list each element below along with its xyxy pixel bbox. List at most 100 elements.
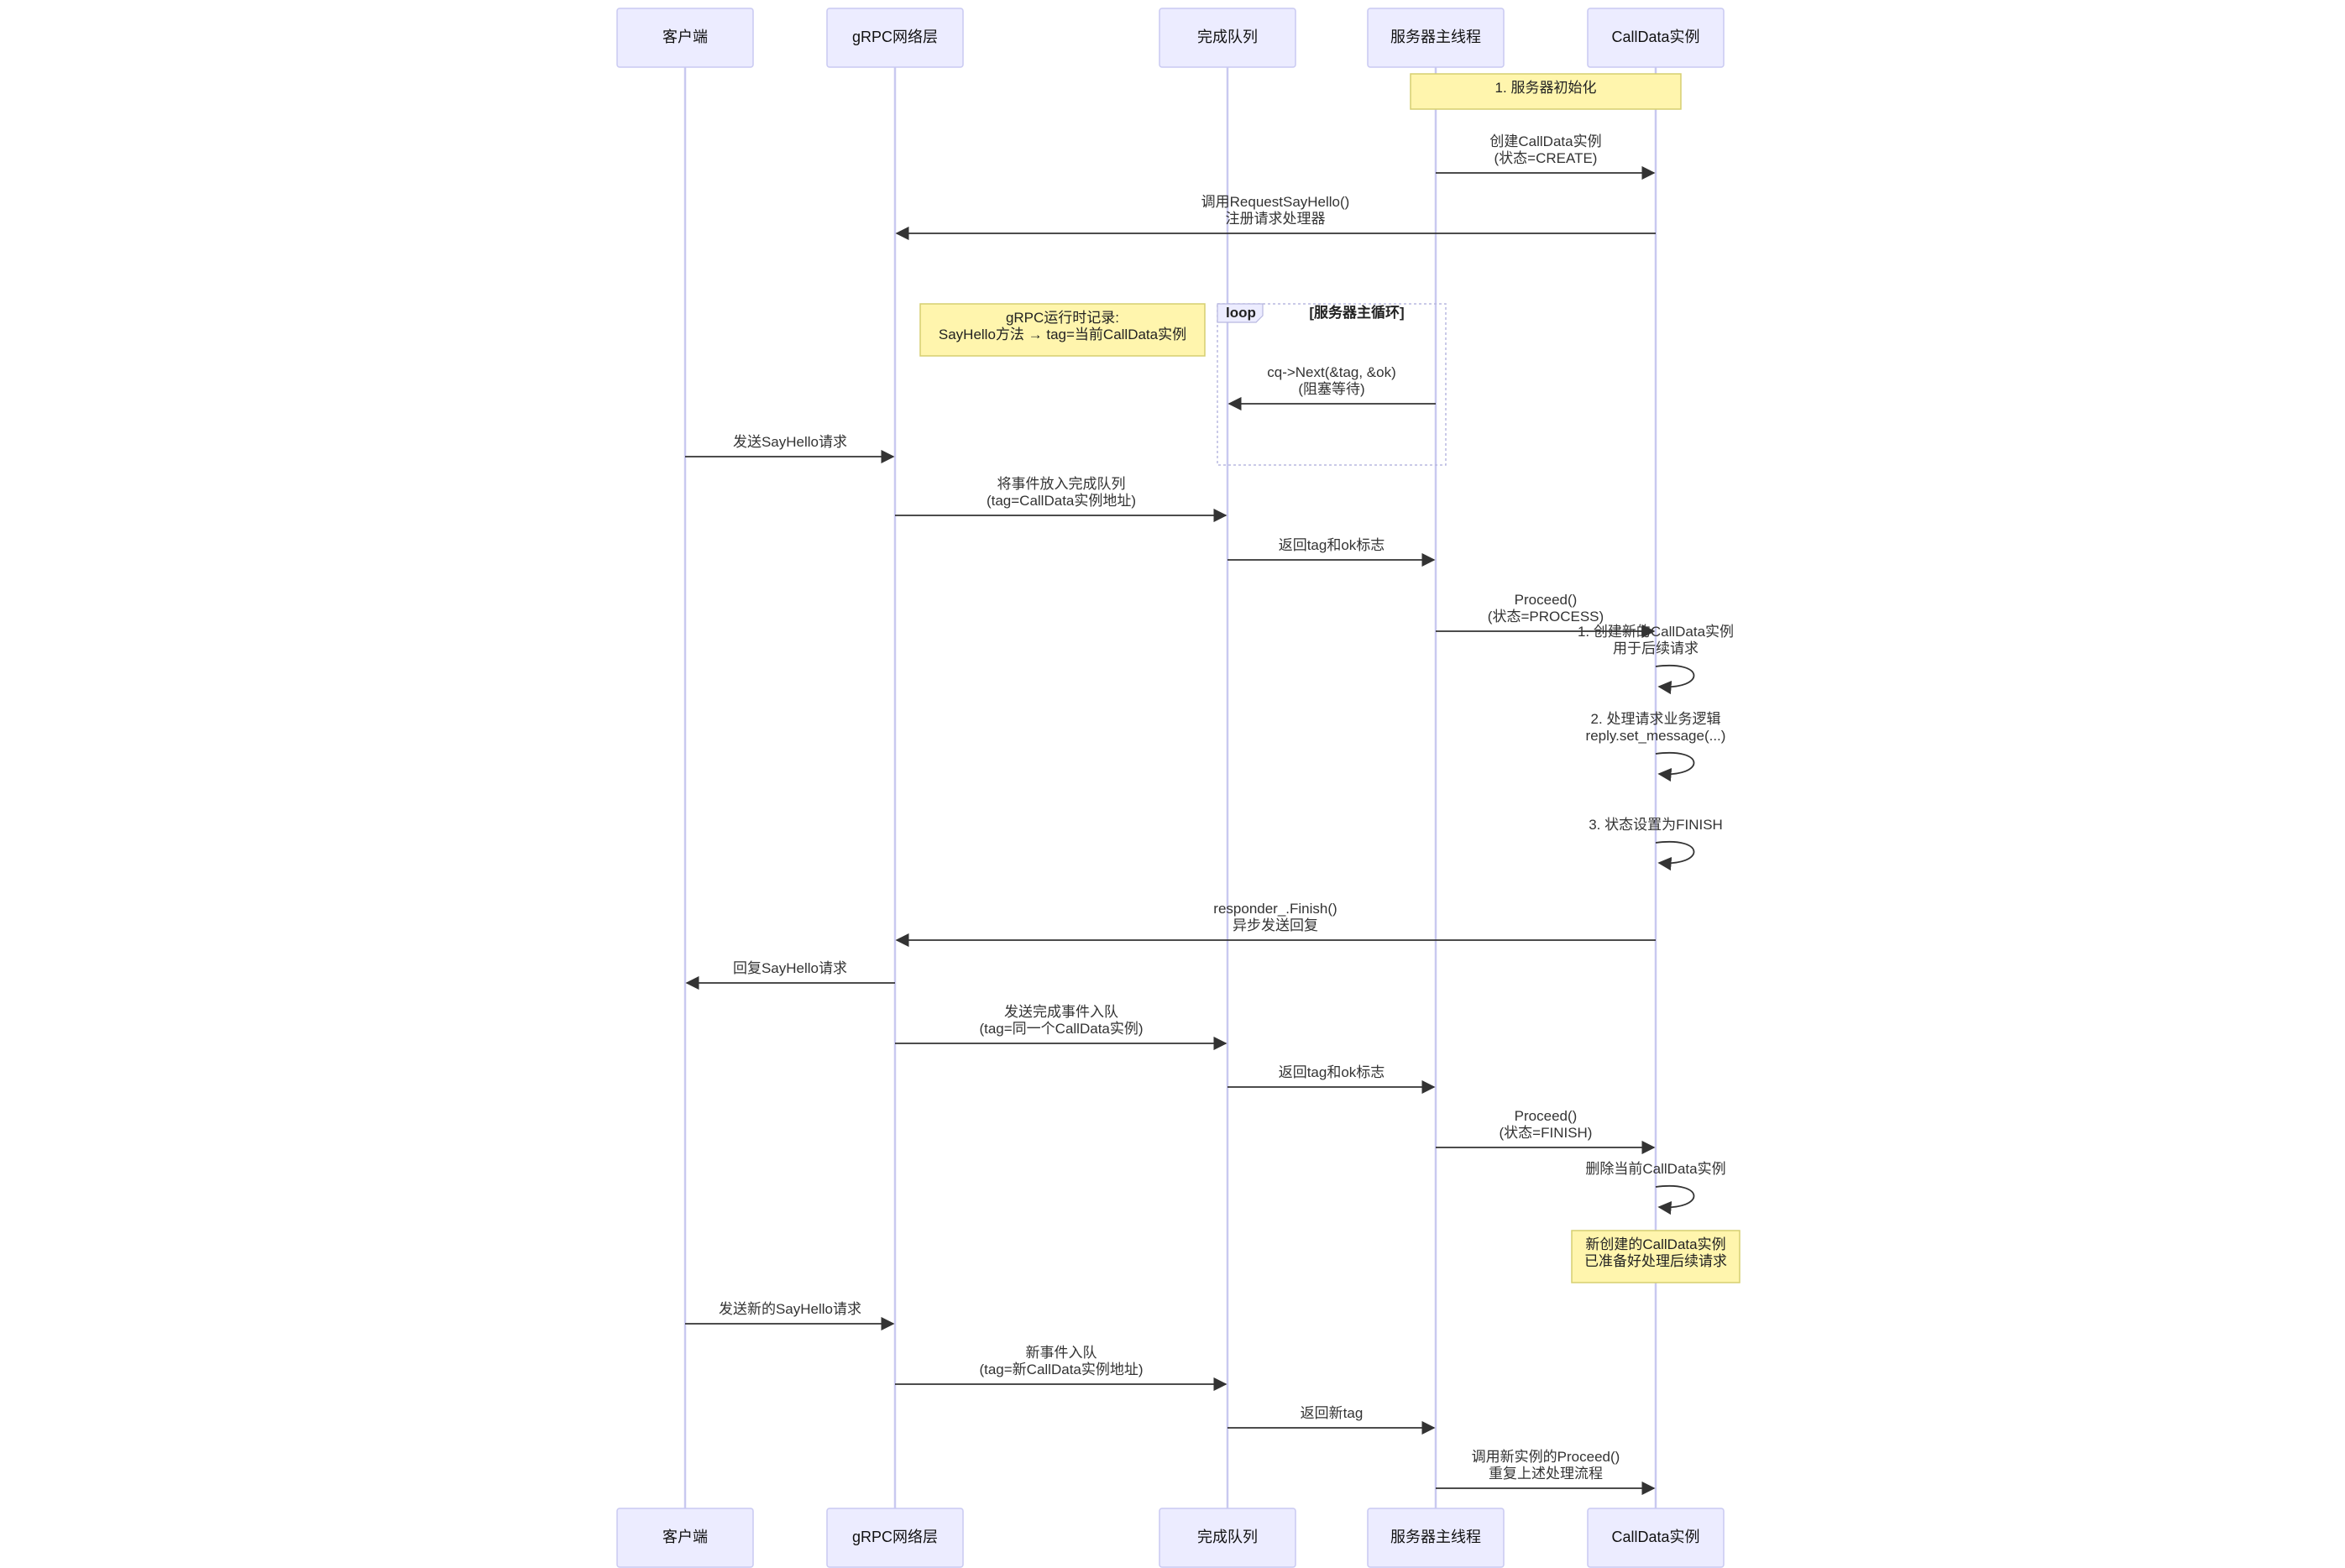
message-label: (tag=新CallData实例地址) [979, 1362, 1143, 1377]
message-label: 发送新的SayHello请求 [719, 1301, 861, 1317]
actor-box [616, 1508, 754, 1568]
message-label: 回复SayHello请求 [733, 960, 847, 976]
notes: 1. 服务器初始化 gRPC运行时记录:SayHello方法 → tag=当前Ca… [919, 73, 1740, 1283]
message-label: 新事件入队 [1026, 1345, 1097, 1361]
self-message-arrow [1655, 751, 1695, 782]
message-label: 调用新实例的Proceed() [1472, 1449, 1620, 1465]
actor-calldata-bottom: CallData实例 [1587, 1508, 1725, 1568]
message-label: 发送SayHello请求 [733, 434, 847, 450]
self-message-label: 1. 创建新的CallData实例 [1578, 624, 1734, 640]
actors-bottom: 客户端 gRPC网络层 完成队列 服务器主线程 CallData实例 [616, 1508, 1725, 1568]
message-client-to-grpc: 发送新的SayHello请求 [685, 1301, 895, 1331]
message-main-to-calldata: 创建CallData实例(状态=CREATE) [1436, 133, 1656, 180]
actor-box [1367, 1508, 1505, 1568]
message-cq-to-main: 返回tag和ok标志 [1227, 1064, 1436, 1095]
lifelines [683, 67, 1657, 1508]
actor-cq-top: 完成队列 [1159, 8, 1296, 68]
messages: 创建CallData实例(状态=CREATE) 调用RequestSayHello… [685, 133, 1734, 1496]
self-message-calldata: 删除当前CallData实例 [1585, 1161, 1726, 1215]
actor-grpc-top: gRPC网络层 [826, 8, 964, 68]
note-text: 1. 服务器初始化 [1495, 80, 1597, 96]
actor-box [826, 1508, 964, 1568]
message-cq-to-main: 返回tag和ok标志 [1227, 537, 1436, 567]
self-message-arrow [1655, 840, 1695, 871]
self-message-calldata: 3. 状态设置为FINISH [1589, 817, 1723, 871]
self-message-label: reply.set_message(...) [1586, 728, 1726, 744]
message-label: 返回新tag [1301, 1405, 1364, 1421]
message-label: responder_.Finish() [1213, 901, 1337, 917]
self-message-label: 2. 处理请求业务逻辑 [1591, 711, 1721, 727]
loop-frame [1217, 303, 1447, 466]
actor-box [1587, 8, 1725, 68]
message-main-to-calldata: Proceed()(状态=FINISH) [1436, 1108, 1656, 1155]
message-main-to-calldata: Proceed()(状态=PROCESS) [1436, 592, 1656, 639]
note-text: gRPC运行时记录: [1006, 310, 1119, 326]
actor-client-top: 客户端 [616, 8, 754, 68]
note-box [1571, 1230, 1740, 1283]
loop-tag [1217, 303, 1264, 323]
actor-main-top: 服务器主线程 [1367, 8, 1505, 68]
actors-top: 客户端 gRPC网络层 完成队列 服务器主线程 CallData实例 [616, 8, 1725, 68]
actor-label: CallData实例 [1611, 1529, 1699, 1545]
message-calldata-to-grpc: 调用RequestSayHello()注册请求处理器 [895, 194, 1656, 241]
actor-label: 完成队列 [1197, 29, 1258, 45]
self-message-label: 删除当前CallData实例 [1585, 1161, 1725, 1177]
message-label: 异步发送回复 [1233, 917, 1318, 933]
message-grpc-to-client: 回复SayHello请求 [685, 960, 895, 990]
actor-box [826, 8, 964, 68]
actor-box [616, 8, 754, 68]
message-label: 发送完成事件入队 [1004, 1004, 1118, 1020]
note-box [1410, 73, 1682, 110]
self-message-label: 用于后续请求 [1613, 640, 1699, 656]
message-label: 返回tag和ok标志 [1279, 1064, 1385, 1080]
note: gRPC运行时记录:SayHello方法 → tag=当前CallData实例 [919, 303, 1206, 357]
message-label: (tag=同一个CallData实例) [979, 1021, 1143, 1037]
message-grpc-to-cq: 将事件放入完成队列(tag=CallData实例地址) [895, 476, 1227, 523]
actor-label: 服务器主线程 [1390, 29, 1481, 45]
actor-calldata-top: CallData实例 [1587, 8, 1725, 68]
actor-box [1587, 1508, 1725, 1568]
note: 1. 服务器初始化 [1410, 73, 1682, 110]
actor-box [1367, 8, 1505, 68]
message-label: (状态=FINISH) [1500, 1125, 1593, 1141]
loop-block: loop[服务器主循环] [1217, 303, 1447, 466]
actor-box [1159, 8, 1296, 68]
self-message-arrow [1655, 1184, 1695, 1215]
actor-label: 客户端 [662, 1529, 708, 1545]
message-label: (tag=CallData实例地址) [987, 493, 1136, 509]
message-grpc-to-cq: 新事件入队(tag=新CallData实例地址) [895, 1345, 1227, 1392]
note-text: 新创建的CallData实例 [1585, 1236, 1725, 1252]
message-grpc-to-cq: 发送完成事件入队(tag=同一个CallData实例) [895, 1004, 1227, 1051]
message-label: 将事件放入完成队列 [997, 476, 1126, 492]
actor-grpc-bottom: gRPC网络层 [826, 1508, 964, 1568]
note-box [919, 303, 1206, 357]
actor-label: gRPC网络层 [852, 1529, 938, 1545]
message-label: (阻塞等待) [1298, 381, 1364, 397]
actor-label: 完成队列 [1197, 1529, 1258, 1545]
message-label: 创建CallData实例 [1489, 133, 1601, 149]
loop-condition: [服务器主循环] [1309, 304, 1404, 321]
message-label: Proceed() [1515, 592, 1578, 608]
message-label: 注册请求处理器 [1226, 211, 1326, 227]
message-label: 重复上述处理流程 [1489, 1466, 1603, 1482]
note-text: SayHello方法 → tag=当前CallData实例 [939, 327, 1186, 342]
message-main-to-calldata: 调用新实例的Proceed()重复上述处理流程 [1436, 1449, 1656, 1496]
note-text: 已准备好处理后续请求 [1584, 1253, 1727, 1269]
actor-client-bottom: 客户端 [616, 1508, 754, 1568]
message-calldata-to-grpc: responder_.Finish()异步发送回复 [895, 901, 1656, 948]
message-label: (状态=CREATE) [1494, 150, 1598, 166]
actor-cq-bottom: 完成队列 [1159, 1508, 1296, 1568]
message-label: Proceed() [1515, 1108, 1578, 1124]
message-label: 调用RequestSayHello() [1201, 194, 1350, 210]
actor-box [1159, 1508, 1296, 1568]
message-main-to-cq: cq->Next(&tag, &ok)(阻塞等待) [1227, 364, 1436, 411]
loop-blocks: loop[服务器主循环] [1217, 303, 1447, 466]
actor-label: 服务器主线程 [1390, 1529, 1481, 1545]
message-client-to-grpc: 发送SayHello请求 [685, 434, 895, 464]
actor-label: gRPC网络层 [852, 29, 938, 45]
self-message-label: 3. 状态设置为FINISH [1589, 817, 1723, 833]
